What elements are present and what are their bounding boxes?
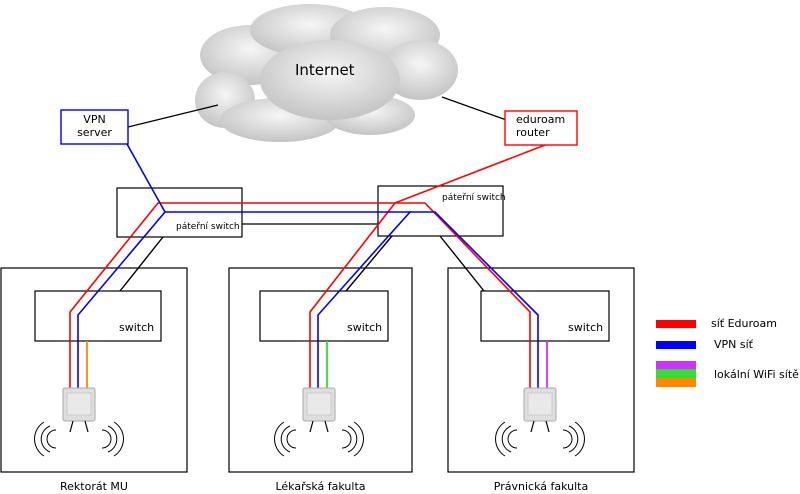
internet-label: Internet — [295, 61, 355, 79]
legend-label-eduroam: síť Eduroam — [711, 317, 777, 330]
vpn-server-label-line2: server — [77, 125, 112, 139]
vpn-paths — [77, 143, 539, 388]
legend-swatch-eduroam — [656, 320, 696, 328]
switch-lekarska — [259, 290, 389, 342]
wifi-waves-pravnicka — [495, 421, 585, 457]
legend-label-local: lokální WiFi sítě — [714, 368, 799, 381]
wifi-waves-lekarska — [274, 421, 364, 457]
switch-rektorat — [34, 290, 162, 342]
internet-cloud — [195, 4, 458, 142]
vpn-server-label: VPN server — [61, 113, 128, 139]
uplink-rektorat — [119, 236, 164, 292]
vpn-internet-link — [127, 104, 219, 128]
site-frame-lekarska — [228, 267, 413, 473]
backbone-switch-left-label: páteřní switch — [176, 222, 240, 232]
access-point-rektorat — [62, 387, 96, 433]
switch-pravnicka-label: switch — [568, 321, 604, 334]
legend-swatch-local — [656, 361, 696, 387]
site-name-pravnicka: Právnická fakulta — [493, 480, 589, 493]
eduroam-router-box — [504, 110, 578, 146]
wifi-waves-rektorat — [34, 421, 124, 457]
vpn-server-box — [60, 109, 129, 145]
switch-lekarska-label: switch — [347, 321, 383, 334]
router-internet-link — [441, 96, 513, 123]
legend-swatch-vpn — [656, 341, 696, 349]
uplink-lekarska — [345, 235, 393, 292]
eduroam-router-label: eduroam router — [516, 113, 566, 139]
switch-pravnicka — [480, 290, 610, 342]
access-point-lekarska — [302, 387, 336, 433]
eduroam-paths — [69, 144, 546, 388]
site-name-lekarska: Lékařská fakulta — [275, 480, 366, 493]
site-name-rektorat: Rektorát MU — [60, 480, 128, 493]
vpn-server-label-line1: VPN — [83, 113, 106, 126]
switch-rektorat-label: switch — [119, 321, 155, 334]
backbone-switch-right — [377, 185, 504, 237]
site-frame-pravnicka — [447, 267, 635, 473]
site-frame-rektorat — [0, 267, 188, 473]
eduroam-router-label-line1: eduroam — [516, 113, 566, 126]
access-point-pravnicka — [523, 387, 557, 433]
eduroam-router-label-line2: router — [516, 125, 550, 139]
uplink-pravnicka — [439, 235, 485, 292]
legend-label-vpn: VPN síť — [714, 338, 753, 351]
backbone-switch-right-label: páteřní switch — [442, 193, 506, 203]
